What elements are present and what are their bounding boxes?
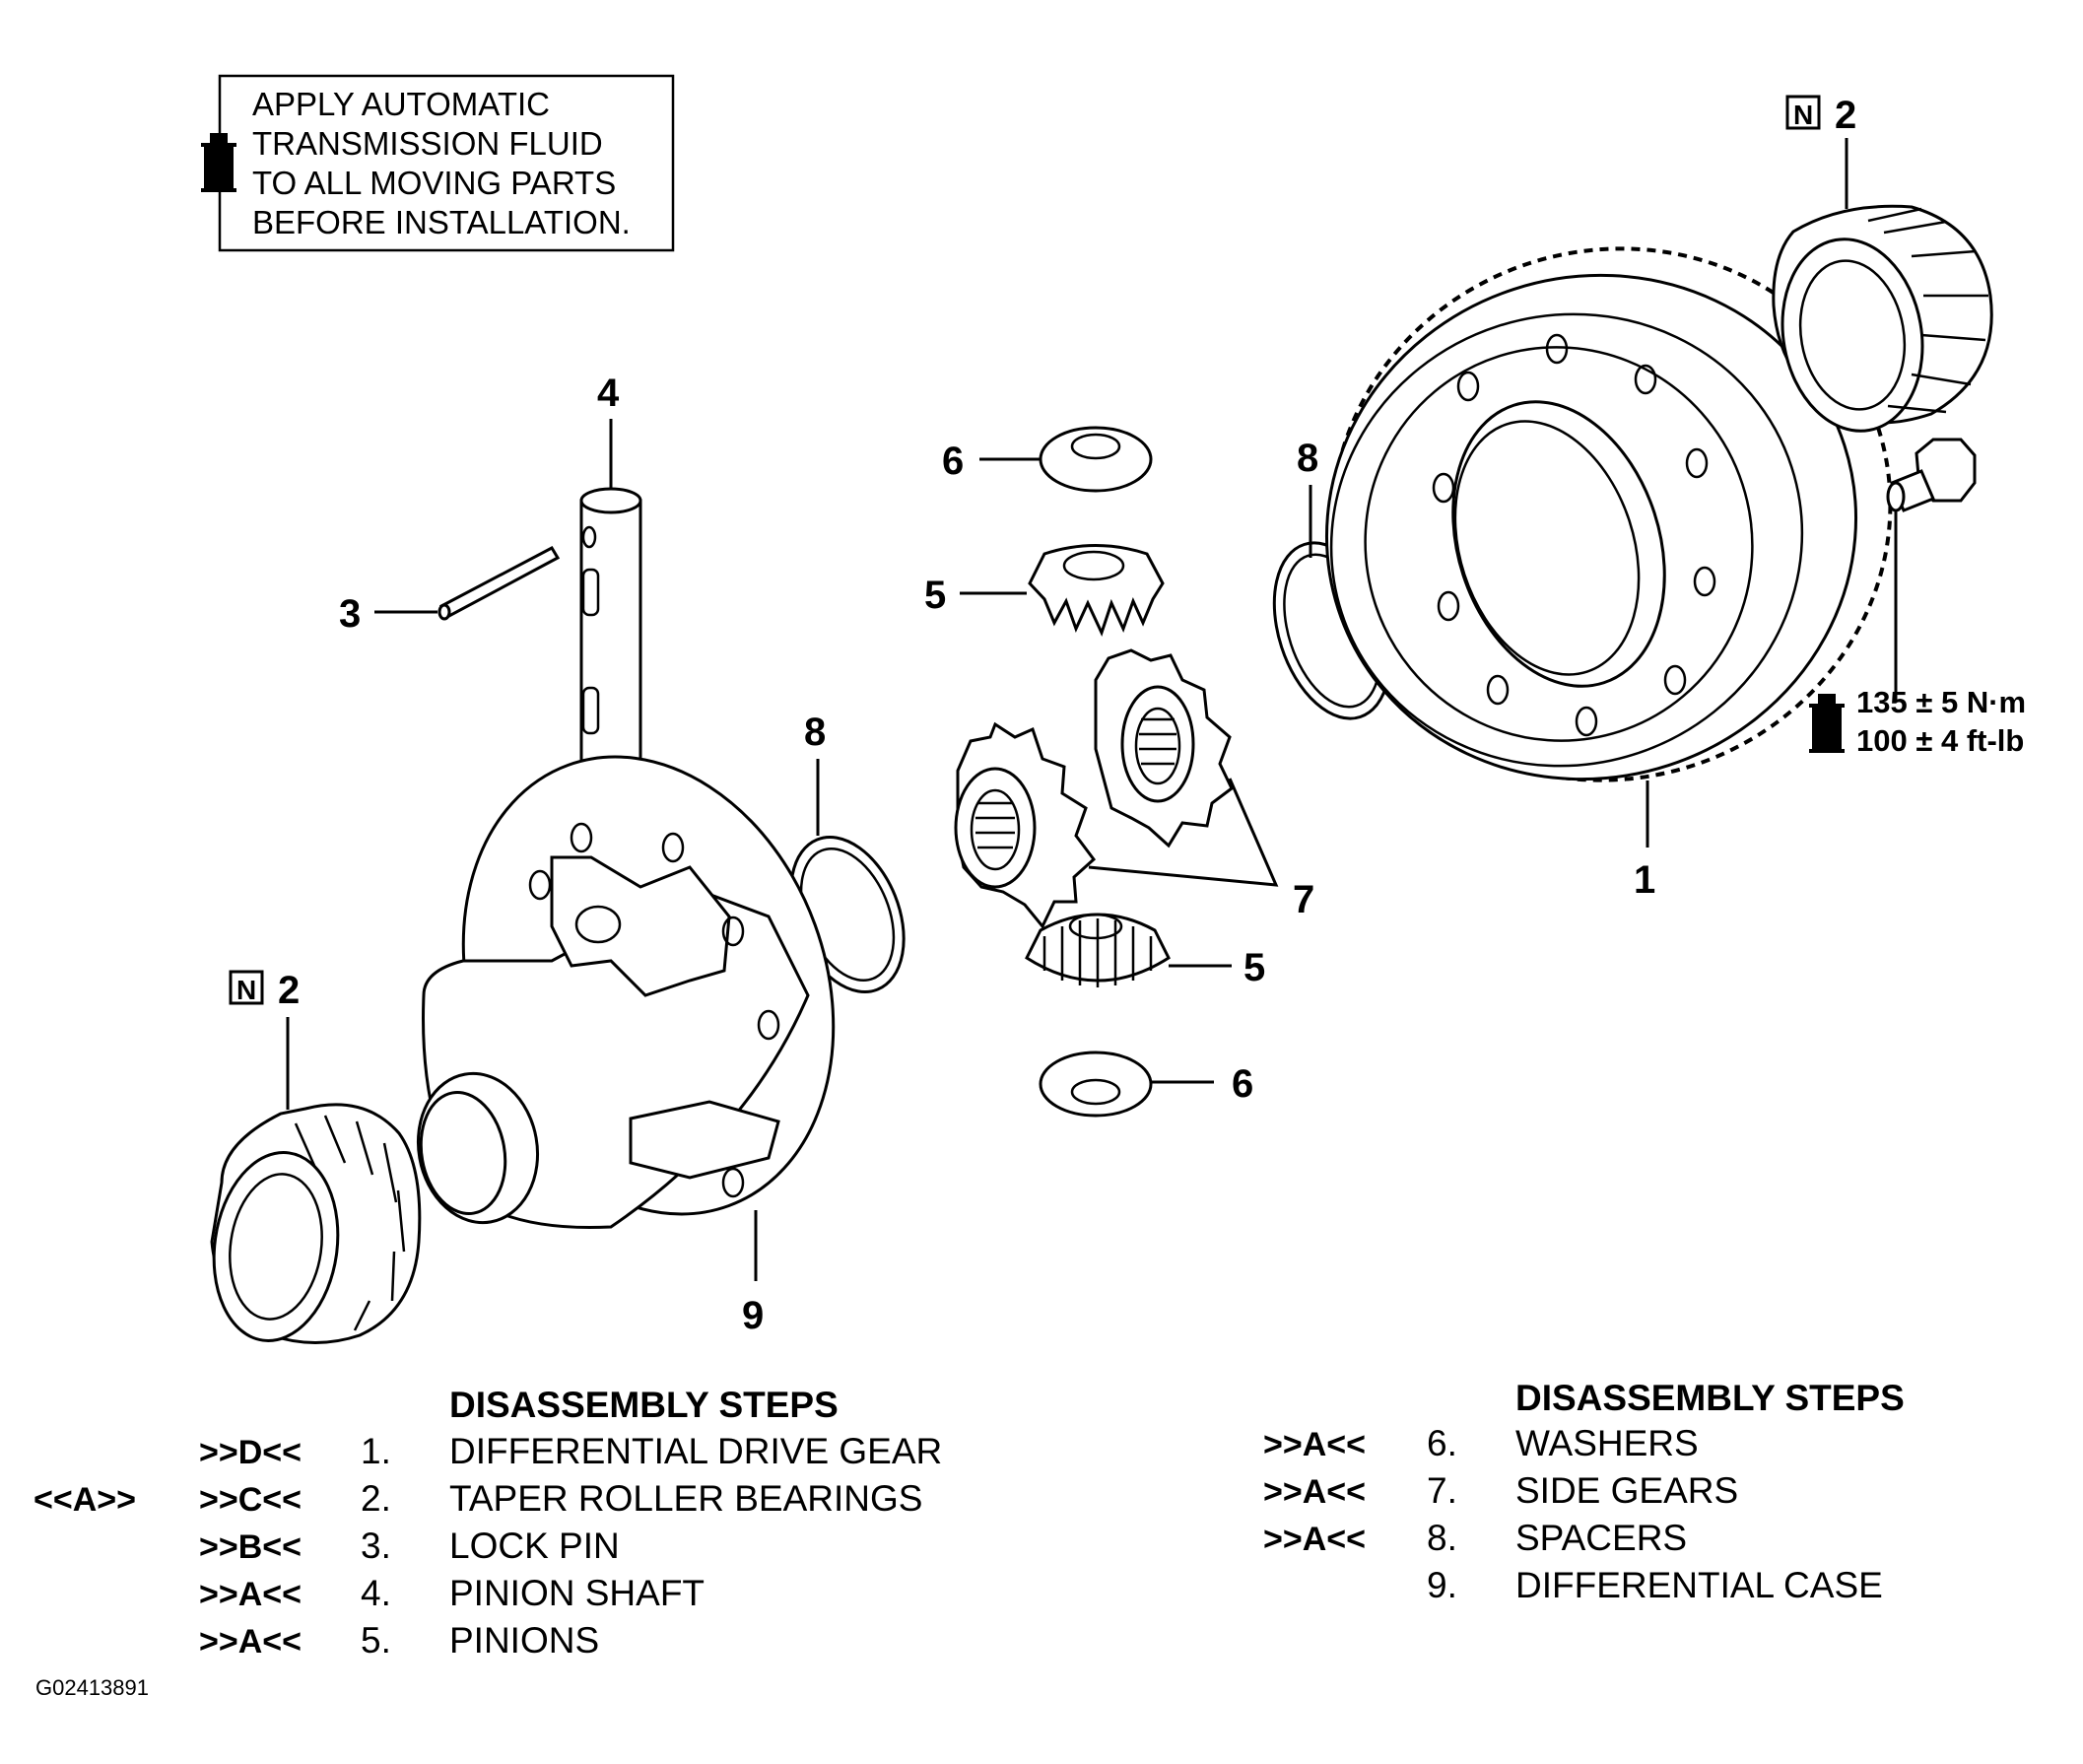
callout-1: 1 [1634,858,1655,902]
step-number: 3. [361,1526,391,1566]
step-number: 7. [1427,1470,1457,1511]
step-label: TAPER ROLLER BEARINGS [449,1478,922,1519]
step-label: DIFFERENTIAL CASE [1515,1565,1883,1605]
taper-roller-bearing-bottom [210,1103,422,1344]
callout-8-right: 8 [1297,437,1318,480]
callout-9: 9 [742,1294,764,1337]
note-line-3: TO ALL MOVING PARTS [252,165,616,201]
note-line-2: TRANSMISSION FLUID [252,125,603,162]
oil-can-icon [1809,694,1845,753]
torque-spec: 135 ± 5 N·m 100 ± 4 ft-lb [1809,685,2026,758]
steps-left-title: DISASSEMBLY STEPS [449,1385,839,1425]
n-badge-bottom: N [229,970,264,1005]
callout-8-left: 8 [804,711,826,754]
note-line-4: BEFORE INSTALLATION. [252,204,631,240]
step-label: SIDE GEARS [1515,1470,1738,1511]
n-badge-top: N [1785,95,1821,130]
callout-3: 3 [339,592,361,636]
oil-can-icon [201,133,236,192]
step-number: 2. [361,1478,391,1519]
bolt-holes [1432,333,1716,737]
step-service-code: <<A>> [34,1481,136,1519]
callout-6-bottom: 6 [1232,1062,1253,1106]
step-code: >>B<< [199,1528,302,1566]
step-label: PINION SHAFT [449,1573,705,1613]
step-label: LOCK PIN [449,1526,620,1566]
callout-7: 7 [1293,878,1314,921]
step-number: 1. [361,1431,391,1471]
leader-7 [1088,778,1279,887]
case-bolt-holes [528,822,780,1198]
step-code: >>A<< [199,1576,302,1613]
taper-roller-bearing-top [1772,204,1993,433]
steps-left: DISASSEMBLY STEPS >>D<< 1. DIFFERENTIAL … [34,1385,942,1661]
pinion-shaft [579,487,642,779]
side-gear-right [1094,648,1234,848]
steps-right: DISASSEMBLY STEPS >>A<< 6. WASHERS >>A<<… [1263,1378,1905,1605]
callout-5-top: 5 [924,574,946,617]
step-code: >>A<< [1263,1426,1366,1463]
step-number: 4. [361,1573,391,1613]
step-label: DIFFERENTIAL DRIVE GEAR [449,1431,942,1471]
washer-bottom [1039,1051,1153,1118]
drive-gear-bolt [1886,438,1977,512]
callout-2-top: 2 [1835,94,1856,137]
torque-metric: 135 ± 5 N·m [1856,685,2026,719]
note-line-1: APPLY AUTOMATIC [252,86,550,122]
n-badge-top-letter: N [1793,100,1813,130]
step-code: >>A<< [1263,1473,1366,1511]
lock-pin [437,546,561,621]
callout-5-bottom: 5 [1243,946,1265,989]
differential-case [416,755,836,1230]
step-label: WASHERS [1515,1423,1699,1463]
differential-drive-gear [1324,246,1893,782]
step-number: 6. [1427,1423,1457,1463]
washer-top [1039,426,1153,493]
n-badge-bottom-letter: N [236,975,256,1005]
step-number: 8. [1427,1518,1457,1558]
callout-6-top: 6 [942,440,964,483]
steps-right-title: DISASSEMBLY STEPS [1515,1378,1905,1418]
step-code: >>C<< [199,1481,302,1519]
step-code: >>D<< [199,1434,302,1471]
atf-note-box: APPLY AUTOMATIC TRANSMISSION FLUID TO AL… [201,74,675,252]
torque-imperial: 100 ± 4 ft-lb [1856,723,2024,758]
step-code: >>A<< [1263,1521,1366,1558]
step-number: 9. [1427,1565,1457,1605]
callout-4: 4 [597,372,620,415]
step-number: 5. [361,1620,391,1661]
pinion-top [1028,544,1165,638]
step-code: >>A<< [199,1623,302,1661]
step-label: PINIONS [449,1620,599,1661]
pinion-bottom [1025,913,1171,987]
side-gear-left [954,721,1097,929]
step-label: SPACERS [1515,1518,1687,1558]
figure-id: G02413891 [35,1675,149,1700]
callout-2-bottom: 2 [278,969,300,1012]
